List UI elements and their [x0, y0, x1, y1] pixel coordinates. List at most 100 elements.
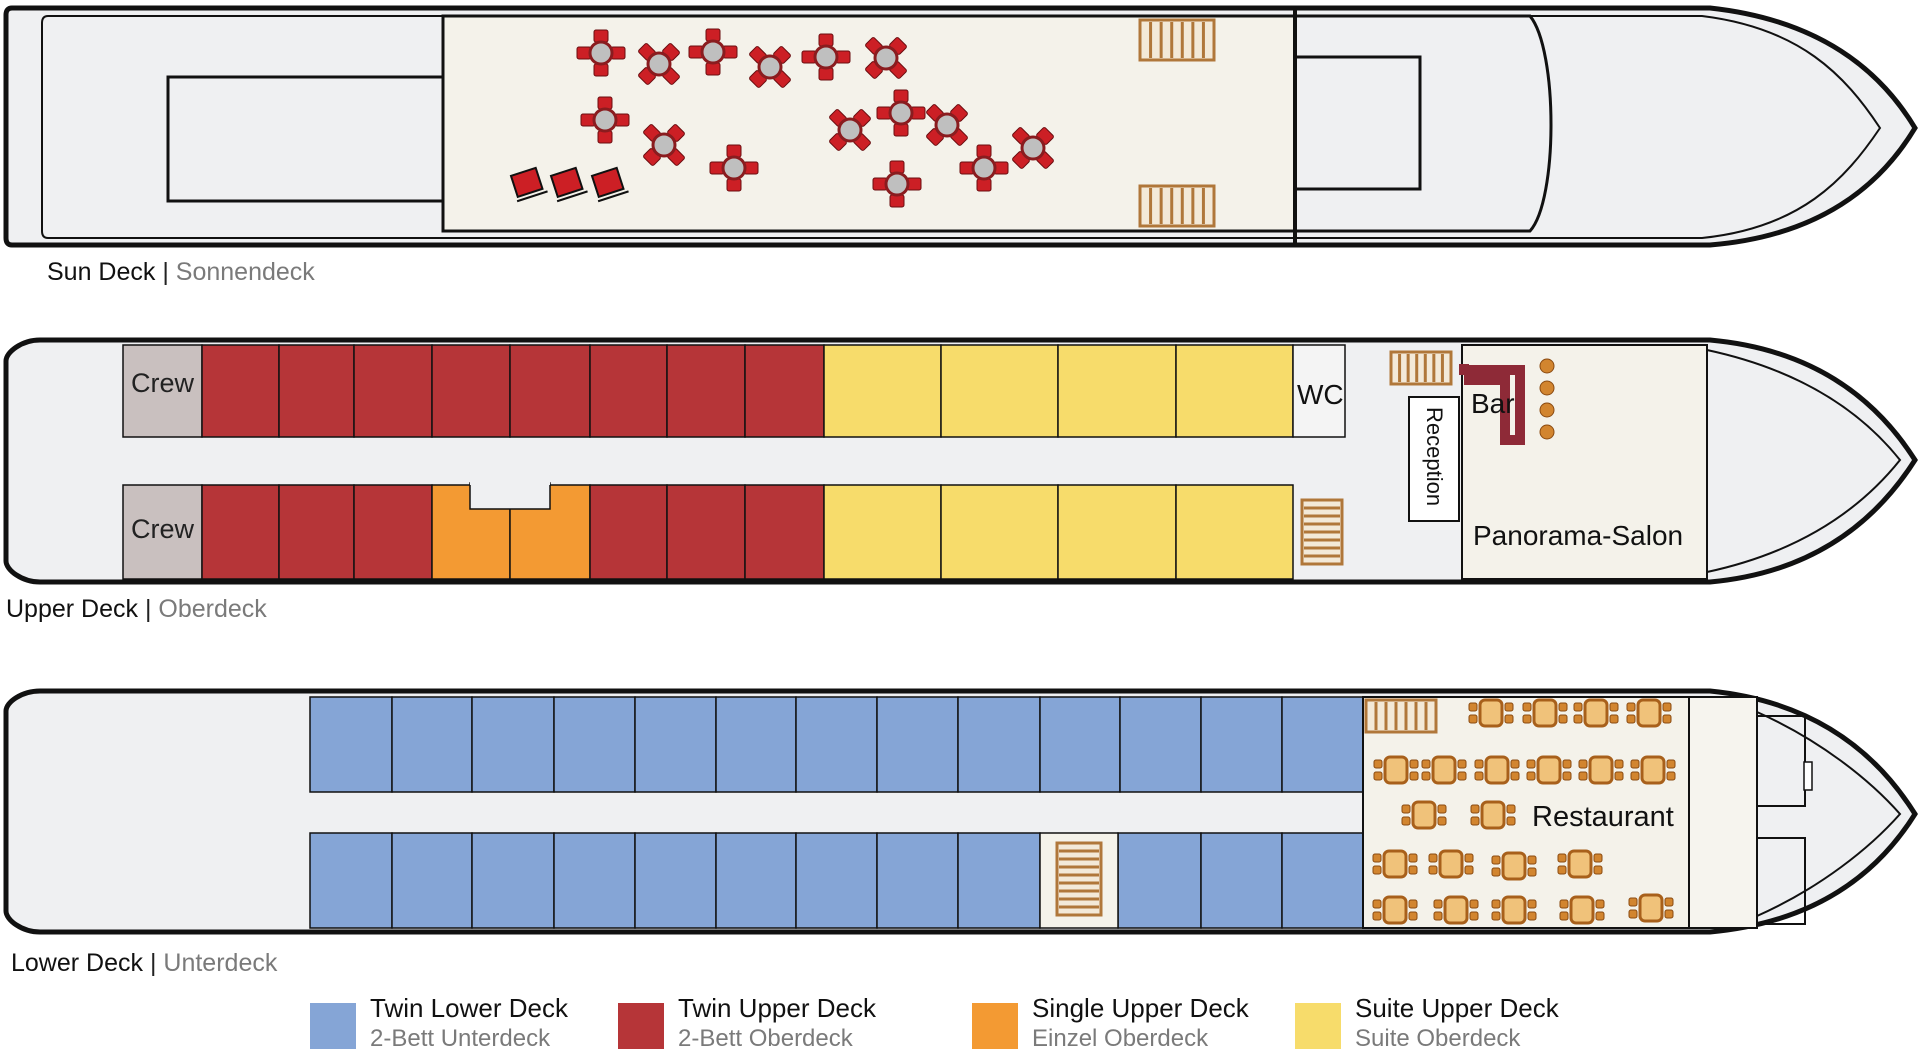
chair	[1626, 714, 1636, 724]
bow-outline-lower	[1756, 711, 1902, 917]
chair	[1562, 771, 1572, 781]
deck-chair-seat	[590, 166, 625, 199]
deck-chair-seat	[549, 166, 584, 199]
suite-upper-cabin	[940, 344, 1059, 438]
table-top	[971, 155, 997, 181]
chair	[1457, 771, 1467, 781]
chair	[1559, 899, 1569, 909]
sun-table	[865, 37, 907, 79]
table-top	[1569, 895, 1595, 925]
chair	[1372, 853, 1382, 863]
twin-upper-cabin	[431, 344, 511, 438]
separator: |	[149, 949, 157, 977]
sun-table	[576, 29, 626, 77]
chair	[1506, 804, 1516, 814]
table-top	[1536, 755, 1562, 785]
table-top	[888, 100, 914, 126]
lower-deck-name-en: Lower Deck	[11, 949, 143, 977]
sun-table	[580, 96, 630, 144]
table-top	[1501, 895, 1527, 925]
twin-upper-cabin	[589, 344, 668, 438]
bow-room-port	[1756, 715, 1806, 807]
deck-chair	[549, 166, 588, 203]
restaurant-table	[1372, 895, 1418, 925]
deck-chair-frame	[556, 190, 588, 203]
chair	[1491, 899, 1501, 909]
corridor-notch-cover	[470, 479, 550, 485]
suite-upper-cabin	[1057, 344, 1177, 438]
chair	[1557, 853, 1567, 863]
chair	[1593, 853, 1603, 863]
chair	[1468, 714, 1478, 724]
twin-upper-cabin	[589, 484, 668, 580]
sun-deck-name-en: Sun Deck	[47, 258, 156, 286]
table-top	[813, 44, 839, 70]
table-top	[1484, 755, 1510, 785]
table-top	[1443, 895, 1469, 925]
lower-deck-label: Lower Deck | Unterdeck	[11, 949, 277, 978]
chair	[1470, 804, 1480, 814]
stairs	[1055, 841, 1103, 917]
crew-label-port: Crew	[131, 368, 195, 398]
twin-lower-cabin	[553, 832, 636, 929]
chair	[1628, 909, 1638, 919]
restaurant-table	[1573, 698, 1619, 728]
twin-lower-cabin	[634, 832, 717, 929]
chair	[889, 194, 905, 208]
bar-label: Bar	[1471, 388, 1515, 419]
table-top	[934, 112, 960, 138]
bar-stool	[1539, 424, 1555, 440]
sun-table	[749, 46, 791, 88]
sun-deck-inner-outline	[41, 15, 1882, 239]
upper-deck-label: Upper Deck | Oberdeck	[6, 595, 267, 624]
chair	[1664, 897, 1674, 907]
table-top	[837, 117, 863, 143]
chair	[1504, 714, 1514, 724]
chair	[976, 178, 992, 192]
chair	[1609, 714, 1619, 724]
restaurant-table	[1433, 895, 1479, 925]
sun-table	[829, 109, 871, 151]
upper-deck-name-de: Oberdeck	[158, 595, 267, 623]
twin-lower-cabin	[553, 696, 636, 793]
sun-deck-label: Sun Deck | Sonnendeck	[47, 258, 315, 287]
restaurant-table	[1630, 755, 1676, 785]
legend-label-de: 2-Bett Oberdeck	[678, 1025, 853, 1052]
sun-table	[959, 144, 1009, 192]
chair	[593, 63, 609, 77]
chair	[1573, 714, 1583, 724]
chair	[1664, 909, 1674, 919]
lower-deck	[3, 688, 1918, 935]
chair	[1630, 771, 1640, 781]
legend-item-twin-upper: Twin Upper Deck 2-Bett Oberdeck	[618, 993, 908, 1055]
chair	[1510, 771, 1520, 781]
chair	[1372, 899, 1382, 909]
chair	[1408, 853, 1418, 863]
twin-lower-cabin	[876, 696, 959, 793]
upper-deck	[3, 337, 1918, 585]
chair	[1527, 855, 1537, 865]
chair	[1372, 865, 1382, 875]
bar-counter	[1459, 364, 1525, 445]
sun-table	[872, 160, 922, 208]
twin-lower-cabin	[309, 832, 393, 929]
twin-lower-cabin	[957, 832, 1041, 929]
restaurant-table	[1474, 755, 1520, 785]
chair	[1433, 899, 1443, 909]
twin-lower-cabin	[634, 696, 717, 793]
lower-deck-name-de: Unterdeck	[163, 949, 278, 977]
chair	[1662, 714, 1672, 724]
forward-store	[1688, 696, 1758, 929]
chair	[1401, 804, 1411, 814]
table-top	[757, 54, 783, 80]
table-top	[1636, 698, 1662, 728]
bow-outline-upper	[1706, 349, 1902, 573]
legend-swatch	[618, 1003, 664, 1049]
bar-stool	[1539, 380, 1555, 396]
chair	[1437, 816, 1447, 826]
bar-stool	[1539, 358, 1555, 374]
chair	[818, 67, 834, 81]
table-top	[1640, 755, 1666, 785]
twin-upper-cabin	[353, 484, 433, 580]
table-top	[1638, 893, 1664, 923]
